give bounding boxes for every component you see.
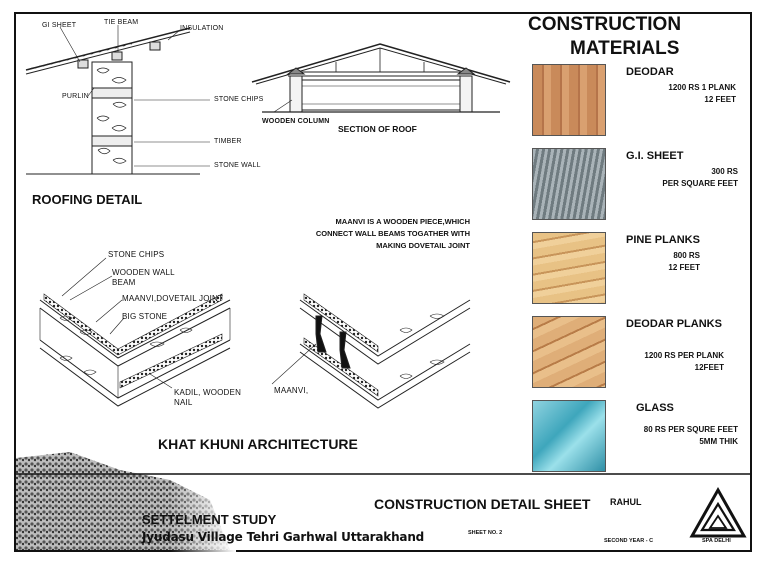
village-subtitle: Jyudasu Village Tehri Garhwal Uttarakhan… — [142, 530, 425, 544]
price-line: 80 RS PER SQURE FEET — [643, 425, 738, 434]
label-purlin: PURLIN — [62, 93, 89, 100]
year-label: SECOND YEAR - C — [604, 538, 654, 544]
gi-sheet-swatch — [532, 148, 606, 220]
pine-planks-price: 800 RS 12 FEET — [612, 250, 700, 274]
deodar-name: DEODAR — [626, 66, 674, 78]
glass-price: 80 RS PER SQURE FEET 5MM THIK — [612, 424, 738, 448]
maanvi-note: MAANVI IS A WOODEN PIECE,WHICH CONNECT W… — [300, 216, 470, 252]
sheet-title: CONSTRUCTION DETAIL SHEET — [374, 496, 591, 512]
price-line: 5MM THIK — [699, 437, 738, 446]
label-gi-sheet: GI SHEET — [42, 22, 77, 29]
label-kadil-nail: KADIL, WOODEN NAIL — [174, 388, 241, 408]
label-big-stone: BIG STONE — [122, 312, 168, 321]
label-maanvi-dovetail: MAANVI,DOVETAIL JOINT — [122, 294, 224, 303]
label-timber: TIMBER — [214, 138, 242, 145]
spa-logo-icon — [689, 486, 747, 538]
price-line: 1200 RS PER PLANK — [644, 351, 724, 360]
label-tie-beam: TIE BEAM — [104, 19, 139, 26]
price-line: 1200 RS 1 PLANK — [668, 83, 736, 92]
label-stone-chips: STONE CHIPS — [214, 96, 264, 103]
label-stone-wall: STONE WALL — [214, 162, 261, 169]
maanvi-note-line: MAANVI IS A WOODEN PIECE,WHICH — [335, 217, 470, 226]
institute-label: SPA DELHI — [702, 538, 731, 544]
sheet-number: SHEET NO. 2 — [468, 530, 503, 536]
price-line: 12 FEET — [704, 95, 736, 104]
khat-khuni-heading: KHAT KHUNI ARCHITECTURE — [158, 436, 358, 452]
drawing-sheet — [14, 12, 752, 552]
price-line: 12 FEET — [668, 263, 700, 272]
pine-planks-swatch — [532, 232, 606, 304]
glass-name: GLASS — [636, 402, 674, 414]
label-line: BEAM — [112, 278, 136, 287]
maanvi-note-line: MAKING DOVETAIL JOINT — [376, 241, 470, 250]
label-insulation: INSULATION — [180, 25, 224, 32]
label-line: WOODEN WALL — [112, 268, 175, 277]
glass-swatch — [532, 400, 606, 472]
label-wooden-column: WOODEN COLUMN — [262, 118, 330, 125]
roof-section-caption: SECTION OF ROOF — [338, 124, 417, 134]
deodar-swatch — [532, 64, 606, 136]
deodar-planks-price: 1200 RS PER PLANK 12FEET — [612, 350, 724, 374]
maanvi-note-line: CONNECT WALL BEAMS TOGATHER WITH — [315, 229, 470, 238]
price-line: PER SQUARE FEET — [662, 179, 738, 188]
gi-sheet-name: G.I. SHEET — [626, 150, 684, 162]
price-line: 800 RS — [673, 251, 700, 260]
materials-title-1: CONSTRUCTION — [528, 14, 682, 35]
label-kk-stone-chips: STONE CHIPS — [108, 250, 165, 259]
deodar-price: 1200 RS 1 PLANK 12 FEET — [612, 82, 736, 106]
materials-title-2: MATERIALS — [570, 38, 680, 59]
price-line: 300 RS — [711, 167, 738, 176]
roofing-detail-heading: ROOFING DETAIL — [32, 192, 143, 207]
label-line: NAIL — [174, 398, 193, 407]
deodar-planks-name: DEODAR PLANKS — [626, 318, 722, 330]
price-line: 12FEET — [694, 363, 724, 372]
settlement-study-title: SETTELMENT STUDY — [142, 512, 277, 527]
deodar-planks-swatch — [532, 316, 606, 388]
gi-sheet-price: 300 RS PER SQUARE FEET — [612, 166, 738, 190]
label-wooden-wall-beam: WOODEN WALL BEAM — [112, 268, 175, 288]
label-maanvi: MAANVI, — [274, 386, 309, 395]
author-name: RAHUL — [610, 497, 642, 507]
pine-planks-name: PINE PLANKS — [626, 234, 700, 246]
label-line: KADIL, WOODEN — [174, 388, 242, 397]
